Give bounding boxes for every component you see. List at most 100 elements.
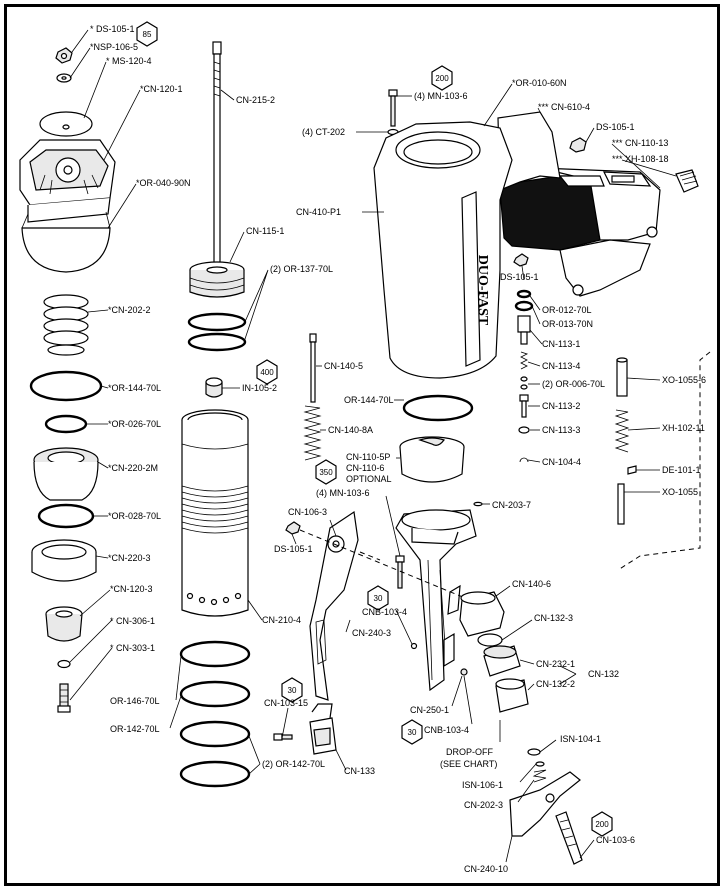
center-parts xyxy=(303,89,488,589)
o-ring-or142-a xyxy=(179,680,251,708)
label-or012-70l: OR-012-70L xyxy=(542,305,592,315)
label-optional: OPTIONAL xyxy=(346,474,392,484)
label-or013-70n: OR-013-70N xyxy=(542,319,593,329)
torque-badges: 85 200 400 350 30 30 30 200 xyxy=(136,21,613,837)
spring-cn202-2 xyxy=(43,294,89,356)
pin-cn203-7 xyxy=(473,501,483,507)
label-see-chart: (SEE CHART) xyxy=(440,759,497,769)
label-cn220-2m: *CN-220-2M xyxy=(108,463,158,473)
cylinder-cap-cn120 xyxy=(19,139,116,223)
label-ds105-1-low: DS-105-1 xyxy=(274,544,313,554)
label-or028-70l: *OR-028-70L xyxy=(108,511,161,521)
label-cn220-3: *CN-220-3 xyxy=(108,553,151,563)
seal-cn113-3 xyxy=(518,426,530,434)
label-cn250-1: CN-250-1 xyxy=(410,705,449,715)
svg-text:350: 350 xyxy=(319,468,333,477)
screw-cn303 xyxy=(57,683,71,713)
o-ring-or146 xyxy=(179,640,251,668)
o-ring-or028 xyxy=(37,503,95,529)
o-ring-or137-a xyxy=(187,312,247,332)
label-cn110-6: CN-110-6 xyxy=(346,463,384,473)
o-ring-or144-mid xyxy=(402,394,474,422)
trigger-valve-xo1055 xyxy=(614,357,637,525)
nose-assembly xyxy=(273,509,583,865)
driver-blade-cn215-2 xyxy=(212,41,222,265)
label-cnb103-4-b: CNB-103-4 xyxy=(424,725,469,735)
insert-in105-2 xyxy=(205,377,223,398)
svg-text:30: 30 xyxy=(408,728,417,737)
label-cn113-4: CN-113-4 xyxy=(542,361,580,371)
o-ring-or006-a xyxy=(520,376,528,382)
label-cn410-p1: CN-410-P1 xyxy=(296,207,341,217)
part-labels: * DS-105-1 *NSP-106-5 * MS-120-4 *CN-120… xyxy=(90,24,706,874)
label-cn103-15: CN-103-15 xyxy=(264,698,308,708)
washer-isn106 xyxy=(535,761,545,767)
exhaust-cap-cn110-5p xyxy=(399,436,465,483)
label-cn133: CN-133 xyxy=(344,766,375,776)
washer-isn104 xyxy=(527,748,541,756)
spring-cn113-4 xyxy=(520,351,529,370)
label-cn303-1: * CN-303-1 xyxy=(110,643,155,653)
o-ring-or006-b xyxy=(520,384,528,390)
label-xh108-18: *** XH-108-18 xyxy=(612,154,669,164)
stem-cn113-2 xyxy=(519,394,529,418)
washer-nsp106 xyxy=(56,73,72,83)
label-ds105-1-mid: DS-105-1 xyxy=(500,272,539,282)
bushing-cn140-6 xyxy=(459,591,505,637)
label-cn203-7: CN-203-7 xyxy=(492,500,531,510)
label-cn232-1: CN-232-1 xyxy=(536,659,575,669)
label-cn110-5p: CN-110-5P xyxy=(346,452,390,462)
label-xo1055-6: XO-1055-6 xyxy=(662,375,706,385)
label-cn140-5: CN-140-5 xyxy=(324,361,363,371)
screw-cnb103-4-a xyxy=(410,642,418,650)
label-cn215-2: CN-215-2 xyxy=(236,95,275,105)
label-or146-70l: OR-146-70L xyxy=(110,696,160,706)
svg-text:85: 85 xyxy=(143,30,152,39)
torque-badge-85: 85 xyxy=(136,21,158,47)
diagram-border xyxy=(4,4,720,886)
label-or144-70l-left: *OR-144-70L xyxy=(108,383,161,393)
clip-cn104-4 xyxy=(519,457,529,463)
label-cn202-3: CN-202-3 xyxy=(464,800,503,810)
bushing-cn232-1 xyxy=(483,645,521,677)
label-cn210-4: CN-210-4 xyxy=(262,615,301,625)
torque-badge-350: 350 xyxy=(315,459,337,485)
label-mn103-6-top: (4) MN-103-6 xyxy=(414,91,468,101)
label-ds105-1-right: DS-105-1 xyxy=(596,122,635,132)
screw-mn103-6-top xyxy=(388,89,398,127)
label-cn140-8a: CN-140-8A xyxy=(328,425,373,435)
main-body-cn410: DUO-FAST xyxy=(373,111,661,379)
label-cn240-10: CN-240-10 xyxy=(464,864,508,874)
spring-cn140-8a xyxy=(303,405,322,461)
label-or137-70l: (2) OR-137-70L xyxy=(270,264,333,274)
valve-cn113-1 xyxy=(517,315,531,345)
pin-cn250-1 xyxy=(460,668,468,676)
label-cn140-6: CN-140-6 xyxy=(512,579,551,589)
o-ring-or137-b xyxy=(187,332,247,352)
label-cn132-2: CN-132-2 xyxy=(536,679,575,689)
valve-cn220-2m xyxy=(33,447,99,501)
left-assembly xyxy=(19,47,116,713)
spring-cn202-3 xyxy=(532,769,547,783)
washer-cn132-3 xyxy=(477,633,503,647)
label-ds105-1-top: * DS-105-1 xyxy=(90,24,135,34)
label-cn132: CN-132 xyxy=(588,669,619,679)
label-xo1055: XO-1055 xyxy=(662,487,698,497)
leader-lines xyxy=(69,29,677,863)
label-in105-2: IN-105-2 xyxy=(242,383,277,393)
label-or142-70l-a: OR-142-70L xyxy=(110,724,160,734)
o-ring-or144-left xyxy=(29,370,103,402)
svg-text:200: 200 xyxy=(595,820,609,829)
label-xh102-11: XH-102-11 xyxy=(662,423,705,433)
nut-ds105-low xyxy=(285,521,301,535)
svg-text:30: 30 xyxy=(288,686,297,695)
label-cn240-3: CN-240-3 xyxy=(352,628,391,638)
svg-text:200: 200 xyxy=(435,74,449,83)
torque-badge-30-left: 30 xyxy=(281,677,303,703)
fitting-xh108-18 xyxy=(675,169,699,193)
label-cn113-1: CN-113-1 xyxy=(542,339,580,349)
label-or010-60n: *OR-010-60N xyxy=(512,78,567,88)
label-ct202: (4) CT-202 xyxy=(302,127,345,137)
torque-badge-200-low: 200 xyxy=(591,811,613,837)
nut-ds105-mid xyxy=(513,253,529,267)
